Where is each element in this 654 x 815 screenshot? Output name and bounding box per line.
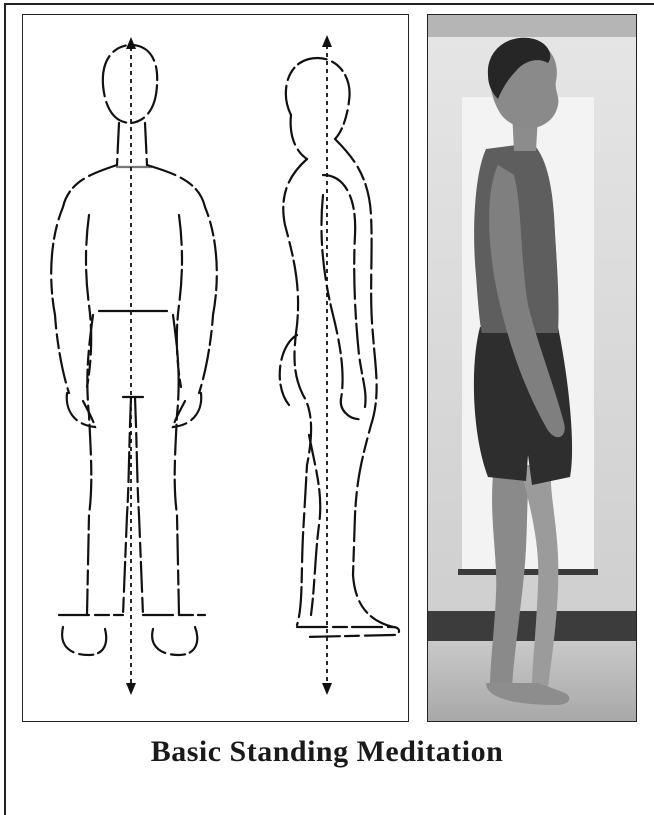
ceiling-band	[428, 15, 636, 37]
floor	[428, 641, 636, 721]
scroll-rod	[458, 569, 598, 575]
figure-caption: Basic Standing Meditation	[0, 735, 654, 769]
posture-photo	[427, 14, 637, 722]
side-alignment-arrow	[322, 35, 332, 695]
front-view-figure	[51, 45, 217, 655]
baseboard	[428, 611, 636, 641]
posture-drawing-panel	[22, 14, 409, 722]
side-view-figure	[280, 58, 399, 637]
front-alignment-arrow	[126, 37, 136, 695]
